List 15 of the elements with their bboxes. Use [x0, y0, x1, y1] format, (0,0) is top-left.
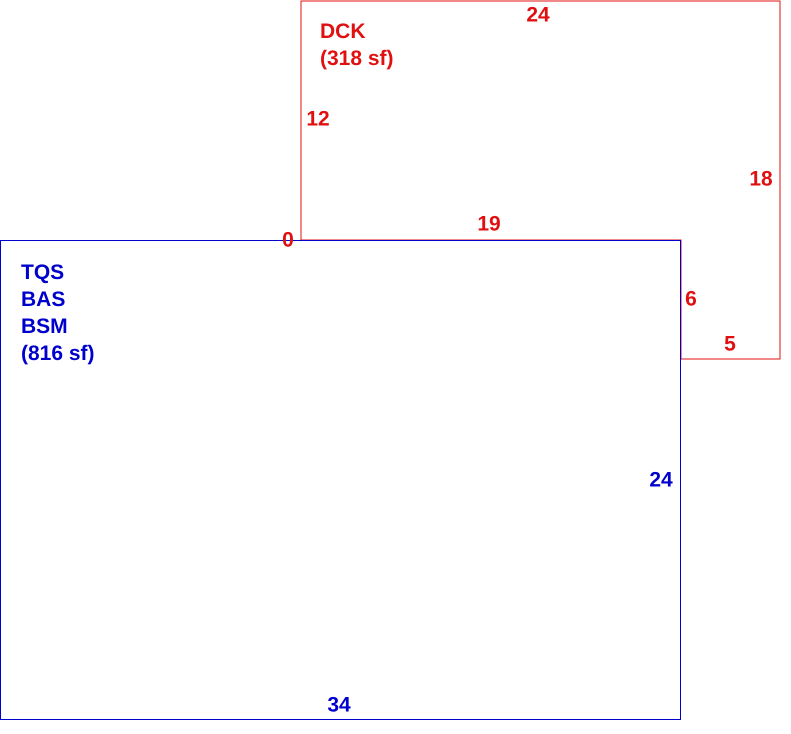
room-outline [300, 0, 781, 361]
room-label: (816 sf) [21, 341, 95, 367]
room-label: BAS [21, 287, 66, 313]
dimension-label: 24 [526, 4, 550, 26]
dimension-label: 6 [685, 288, 697, 310]
dimension-label: 5 [724, 334, 736, 354]
dimension-label: 19 [477, 214, 501, 234]
room-label: TQS [21, 260, 66, 286]
dimension-label: 24 [649, 470, 673, 490]
room-label: DCK [320, 19, 366, 45]
dimension-label: 18 [749, 168, 773, 190]
dimension-label: 34 [327, 694, 351, 716]
room-label: BSM [21, 314, 69, 340]
dimension-label: 12 [306, 108, 330, 130]
room-label: (318 sf) [320, 46, 394, 72]
